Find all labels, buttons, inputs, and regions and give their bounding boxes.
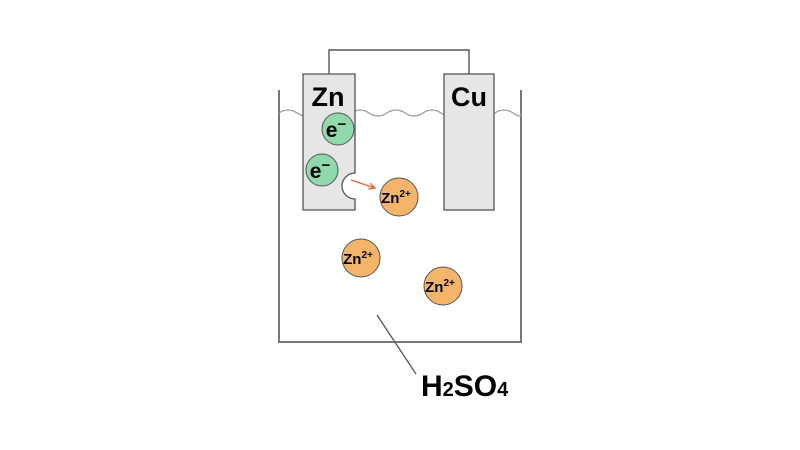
svg-text:Zn2+: Zn2+ (425, 278, 455, 296)
electron-symbol: e (310, 160, 322, 183)
zinc-ion-symbol: Zn (381, 190, 399, 207)
solution-label-subscript-2: 2 (443, 379, 454, 401)
svg-text:Zn2+: Zn2+ (381, 189, 411, 207)
beaker (278, 90, 522, 343)
electron-2: e− (305, 153, 339, 187)
zinc-ion-symbol: Zn (425, 279, 443, 296)
solution-label-so: SO (454, 370, 497, 403)
zinc-electrode-label: Zn (312, 82, 345, 112)
dissolution-arrow (350, 179, 375, 188)
electron-symbol: e (326, 119, 338, 142)
electron-1: e− (321, 112, 355, 146)
zinc-ion-1: Zn2+ (379, 177, 419, 217)
zinc-ion-2: Zn2+ (341, 238, 381, 278)
zinc-ion-symbol: Zn (343, 251, 361, 268)
solution-label: H2SO4 (421, 370, 509, 403)
copper-electrode-label: Cu (451, 82, 487, 112)
electron-charge: − (337, 116, 346, 133)
solution-label-h: H (421, 370, 443, 403)
zinc-ion-charge: 2+ (361, 250, 373, 261)
zinc-ion-charge: 2+ (399, 189, 411, 200)
svg-text:Zn2+: Zn2+ (343, 250, 373, 268)
solution-leader-line (376, 314, 417, 375)
solution-label-subscript-4: 4 (497, 379, 509, 401)
svg-text:e−: e− (310, 157, 331, 183)
svg-text:e−: e− (326, 116, 347, 142)
copper-electrode (443, 73, 495, 211)
zinc-ion-charge: 2+ (443, 278, 455, 289)
electron-charge: − (321, 157, 330, 174)
connecting-wire (328, 49, 470, 74)
zinc-ion-3: Zn2+ (423, 266, 463, 306)
